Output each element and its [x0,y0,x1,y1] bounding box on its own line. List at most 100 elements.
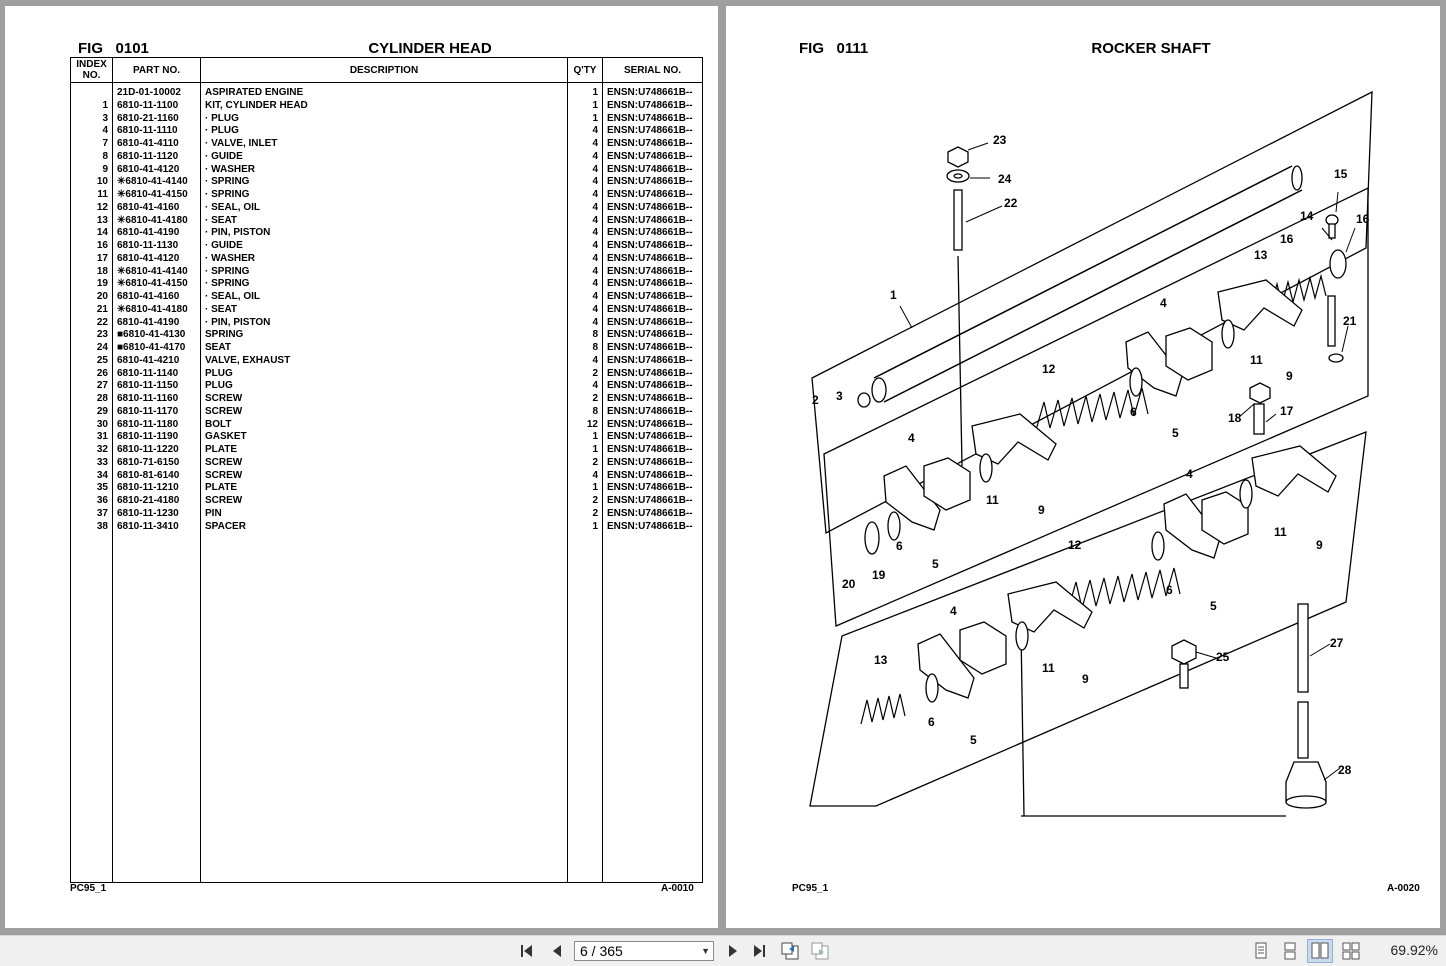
table-cell-serial: ENSN:U748661B-- [607,252,693,264]
table-cell-idx: 12 [96,201,108,213]
table-cell-desc: SEAT [205,342,231,353]
upper-spring [1035,387,1149,431]
table-cell-desc: · SPRING [205,176,250,188]
table-cell-qty: 2 [592,393,598,404]
page-title: CYLINDER HEAD [368,40,492,57]
continuous-facing-icon[interactable] [1339,936,1363,966]
table-cell-desc: ASPIRATED ENGINE [205,87,304,98]
table-cell-pn: ✳6810-41-4180 [117,303,188,315]
table-cell-qty: 4 [592,291,598,302]
table-cell-desc: SPACER [205,520,246,532]
table-cell-pn: 6810-11-1210 [117,482,179,494]
table-cell-idx: 29 [96,405,108,417]
table-cell-desc: · PIN, PISTON [205,316,271,328]
viewer-toolbar: 6 / 365 ▼ 69.92% [0,935,1446,966]
table-cell-pn: 6810-11-1190 [117,431,179,443]
support-blocks [923,327,1249,675]
table-cell-serial: ENSN:U748661B-- [607,507,693,519]
callout-9b: 9 [1038,503,1045,517]
callout-2: 2 [812,393,819,407]
facing-icon[interactable] [1307,939,1333,963]
callout-12: 12 [1042,362,1056,376]
table-cell-qty: 4 [592,354,598,366]
callout-11: 11 [1250,353,1263,367]
table-cell-idx: 38 [96,520,108,532]
table-cell-qty: 1 [592,520,598,532]
table-cell-qty: 4 [592,138,598,149]
callout-15: 15 [1334,167,1348,181]
table-cell-idx: 36 [96,495,108,506]
table-cell-pn: 6810-41-4120 [117,163,180,175]
table-cell-serial: ENSN:U748661B-- [607,495,693,506]
table-cell-desc: PLUG [205,367,233,379]
table-cell-qty: 4 [592,316,598,328]
callout-5c: 5 [1210,599,1217,613]
table-cell-desc: · WASHER [205,252,255,264]
table-cell-serial: ENSN:U748661B-- [607,456,693,468]
callout-16b: 16 [1280,232,1294,246]
table-cell-serial: ENSN:U748661B-- [607,380,693,392]
prev-page-icon[interactable] [546,936,568,966]
table-cell-pn: ✳6810-41-4180 [117,214,188,226]
table-cell-pn: ■6810-41-4130 [117,329,186,341]
page-number-input[interactable]: 6 / 365 ▼ [574,941,714,961]
table-cell-serial: ENSN:U748661B-- [607,265,693,277]
table-cell-idx: 20 [96,291,108,302]
callout-4b: 4 [908,431,915,445]
table-cell-idx: 23 [96,329,108,341]
previous-view-icon[interactable] [778,936,802,966]
middle-frame [823,186,1369,627]
fig-number: 0101 [115,40,149,57]
table-cell-qty: 12 [586,418,598,430]
table-cell-idx: 19 [96,278,108,290]
table-cell-serial: ENSN:U748661B-- [607,418,693,430]
table-cell-pn: 6810-41-4190 [117,316,180,328]
right-bolt [1325,214,1344,363]
table-cell-serial: ENSN:U748661B-- [607,367,693,379]
rocker-arms [883,279,1337,699]
table-cell-pn: 6810-81-6140 [117,469,180,481]
footer-right: A-0010 [661,883,694,894]
table-cell-pn: 6810-41-4120 [117,252,180,264]
table-cell-pn: 6810-11-3410 [117,520,179,532]
table-cell-serial: ENSN:U748661B-- [607,87,693,98]
last-page-icon[interactable] [748,936,770,966]
footer-left: PC95_1 [792,883,829,894]
table-cell-idx: 16 [96,240,108,251]
table-cell-qty: 4 [592,227,598,239]
table-cell-pn: ✳6810-41-4150 [117,278,188,290]
table-cell-desc: PLATE [205,444,238,455]
table-cell-desc: PLATE [205,482,238,494]
callout-13: 13 [1254,248,1268,262]
callout-9: 9 [1286,369,1293,383]
table-cell-serial: ENSN:U748661B-- [607,176,693,188]
table-cell-pn: 6810-41-4160 [117,201,180,213]
footer-right: A-0020 [1387,883,1420,894]
first-page-icon[interactable] [516,936,538,966]
callout-22: 22 [1004,196,1018,210]
zoom-level[interactable]: 69.92% [1390,942,1438,958]
continuous-icon[interactable] [1279,936,1301,966]
table-cell-idx: 9 [102,163,108,175]
callout-25: 25 [1216,650,1230,664]
fig-label: FIG 0101 [78,40,149,57]
table-cell-serial: ENSN:U748661B-- [607,189,693,200]
table-cell-idx: 7 [102,138,108,149]
table-cell-idx: 32 [96,444,108,455]
table-cell-qty: 1 [592,87,598,98]
header-serial-no: SERIAL NO. [602,57,703,83]
callout-5d: 5 [970,733,977,747]
callout-24: 24 [998,172,1012,186]
single-page-icon[interactable] [1250,936,1272,966]
table-cell-qty: 1 [592,431,598,443]
table-cell-qty: 4 [592,252,598,264]
footer-left: PC95_1 [70,883,107,894]
fig-label: FIG 0111 [799,40,869,57]
table-cell-pn: ■6810-41-4170 [117,342,186,353]
table-cell-serial: ENSN:U748661B-- [607,469,693,481]
next-view-icon[interactable] [808,936,832,966]
table-cell-qty: 4 [592,201,598,213]
chevron-down-icon[interactable]: ▼ [701,946,710,956]
next-page-icon[interactable] [722,936,744,966]
